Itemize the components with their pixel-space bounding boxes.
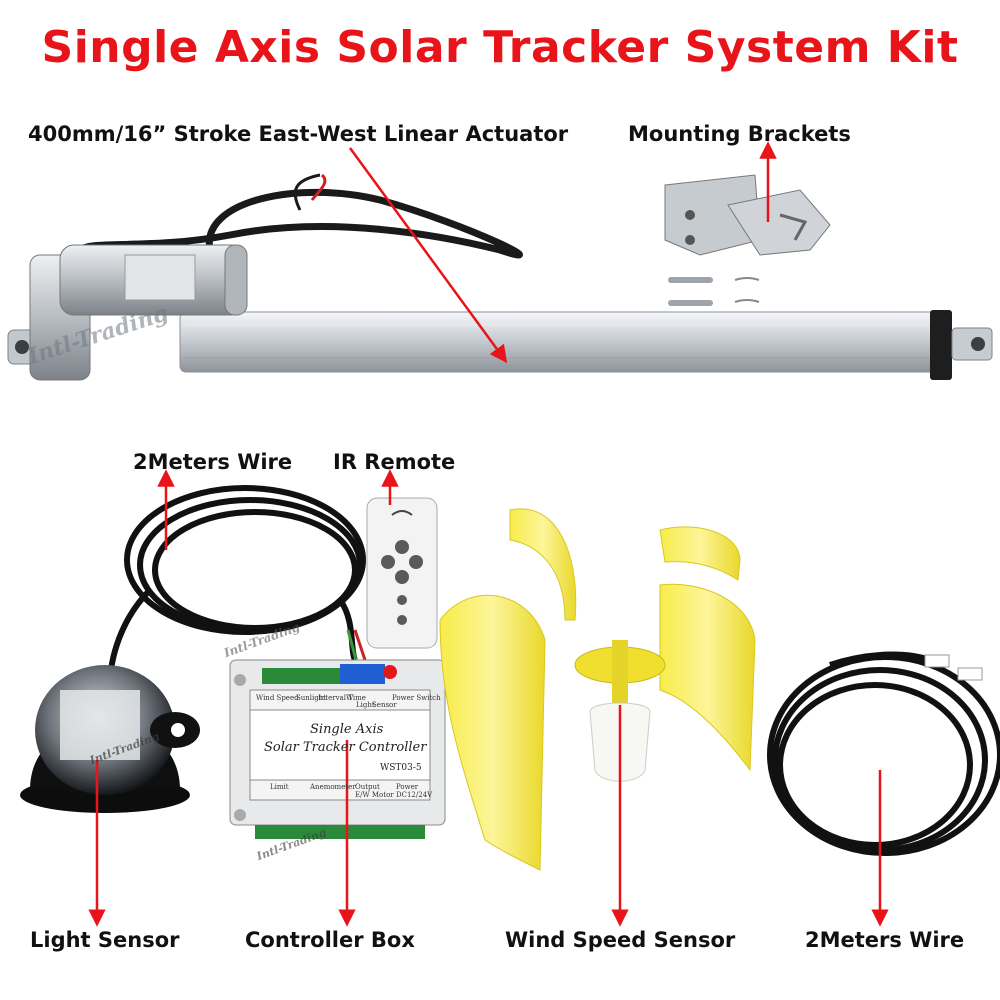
ctrl-title-line1: Single Axis (310, 722, 384, 737)
arrow-actuator (348, 147, 508, 364)
label-ir-remote: IR Remote (333, 450, 456, 474)
label-light-sensor: Light Sensor (30, 928, 180, 952)
ctrl-label-light: Light (356, 701, 375, 709)
ctrl-label-w: W (346, 694, 354, 702)
label-wire-right: 2Meters Wire (805, 928, 965, 952)
ctrl-label-anemometer: Anemometer (310, 783, 356, 791)
linear-actuator (7, 173, 993, 381)
light-sensor (20, 665, 200, 813)
ctrl-label-wind-speed: Wind Speed (256, 694, 299, 702)
ctrl-label-output: Output E/W Motor (355, 783, 394, 799)
ctrl-label-sunlight: Sunlight (296, 694, 327, 702)
ctrl-label-sensor: Sensor (372, 701, 397, 709)
coiled-wire-right (767, 651, 1000, 856)
label-actuator: 400mm/16” Stroke East-West Linear Actuat… (28, 122, 569, 146)
page-title: Single Axis Solar Tracker System Kit (41, 22, 959, 73)
ctrl-label-interval-time: Interval Time (318, 694, 366, 702)
mounting-brackets (664, 174, 831, 306)
ctrl-title-line2: Solar Tracker Controller (264, 740, 427, 755)
ctrl-label-limit: Limit (270, 783, 289, 791)
callout-arrows (88, 141, 889, 927)
ir-remote (366, 497, 438, 649)
ctrl-label-power-switch: Power Switch (392, 694, 441, 702)
ctrl-label-power: Power DC12/24V (396, 783, 433, 799)
controller-box (229, 659, 446, 839)
ctrl-model: WST03-5 (380, 763, 422, 773)
label-controller-box: Controller Box (245, 928, 415, 952)
label-mounting-brackets: Mounting Brackets (628, 122, 851, 146)
label-wire-left: 2Meters Wire (133, 450, 293, 474)
wind-speed-sensor (439, 508, 756, 871)
label-wind-speed-sensor: Wind Speed Sensor (505, 928, 736, 952)
